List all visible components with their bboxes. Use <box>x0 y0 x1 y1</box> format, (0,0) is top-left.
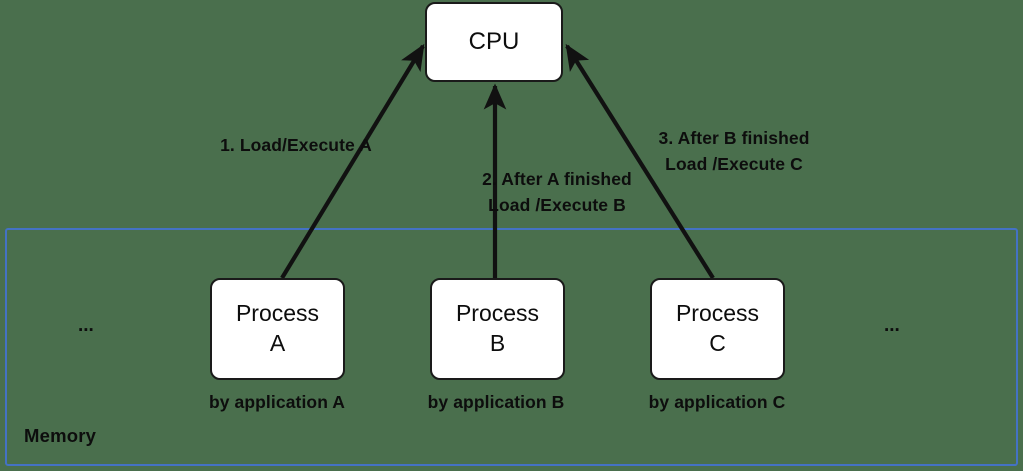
process-b-label-line2: B <box>489 330 506 356</box>
process-a-label-line2: A <box>269 330 286 356</box>
cpu-node-label: CPU <box>468 28 520 56</box>
process-a-node: Process A <box>210 278 345 380</box>
process-c-node: Process C <box>650 278 785 380</box>
process-c-label-line2: C <box>709 330 726 356</box>
arrow-process-c-to-cpu <box>565 43 715 280</box>
edge-label-2: 2. After A finished Load /Execute B <box>482 169 632 215</box>
ellipsis-left: ... <box>78 315 94 336</box>
process-c-label-line1: Process <box>675 300 760 327</box>
caption-process-b: by application B <box>427 392 565 412</box>
edge-label-1: 1. Load/Execute A <box>220 135 372 155</box>
process-a-label-line1: Process <box>235 300 320 327</box>
process-b-node: Process B <box>430 278 565 380</box>
memory-region <box>5 228 1018 466</box>
arrow-process-a-to-cpu <box>280 43 425 280</box>
caption-process-a: by application A <box>208 392 346 412</box>
process-b-label-line1: Process <box>455 300 540 327</box>
caption-process-c: by application C <box>648 392 786 412</box>
cpu-node: CPU <box>425 2 563 82</box>
edge-label-3: 3. After B finished Load /Execute C <box>658 128 810 174</box>
ellipsis-right: ... <box>884 315 900 336</box>
memory-label: Memory <box>24 425 97 446</box>
